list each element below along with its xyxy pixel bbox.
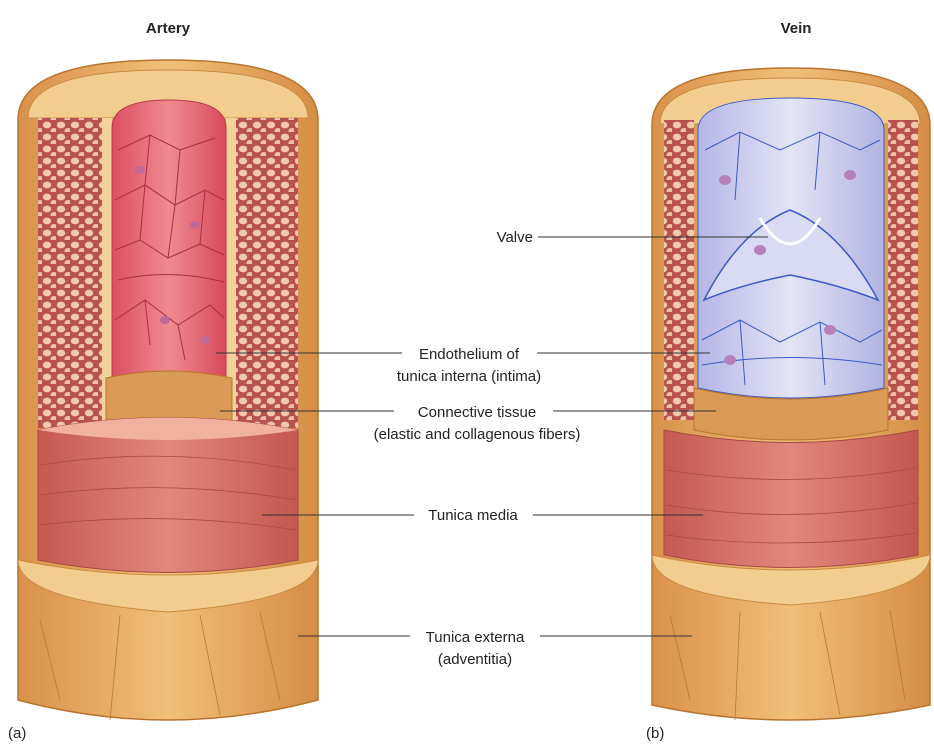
vein-media-wall-right: [888, 120, 918, 420]
vein-tunica-media: [664, 430, 918, 568]
panel-label-a: (a): [8, 725, 26, 742]
connective-label-line2: (elastic and collagenous fibers): [374, 426, 581, 443]
artery-title: Artery: [146, 20, 191, 37]
connective-label-line1: Connective tissue: [418, 404, 536, 421]
valve-label: Valve: [497, 229, 533, 246]
vein-media-wall-left: [664, 120, 694, 420]
artery-media-wall-right: [236, 118, 298, 428]
endothelium-label-line2: tunica interna (intima): [397, 368, 541, 385]
label-media: Tunica media: [262, 507, 703, 524]
artery-media-wall-left: [38, 118, 102, 428]
vein-illustration: [652, 68, 930, 720]
externa-label-line2: (adventitia): [438, 651, 512, 668]
media-label: Tunica media: [428, 507, 518, 524]
label-externa: Tunica externa (adventitia): [298, 629, 692, 668]
artery-tunica-media: [38, 418, 298, 573]
externa-label-line1: Tunica externa: [426, 629, 525, 646]
artery-lumen-endothelium: [112, 100, 226, 378]
vein-title: Vein: [781, 20, 812, 37]
endothelium-label-line1: Endothelium of: [419, 346, 520, 363]
panel-label-b: (b): [646, 725, 664, 742]
artery-illustration: [18, 60, 318, 720]
